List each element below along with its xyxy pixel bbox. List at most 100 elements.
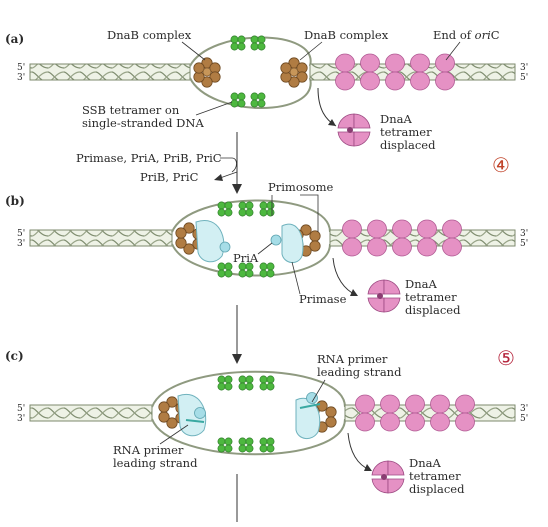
pria-left [194, 407, 206, 419]
leader-primosome-right [300, 194, 319, 232]
dnaa-tetramer-displaced-c [371, 460, 405, 494]
ssb-tetramer [238, 437, 254, 453]
dnaa-tetramer-displaced-b [367, 279, 401, 313]
bubble-top-strand [171, 199, 331, 233]
strand-end-3-right: 3' [520, 229, 528, 239]
label-dnaa-a-line2: tetramer [380, 125, 432, 139]
arrow-dnaa-displaced-b [332, 257, 357, 296]
label-prib-pric: PriB, PriC [140, 170, 199, 184]
label-primosome: Primosome [268, 180, 333, 194]
ssb-tetramer [259, 437, 275, 453]
rna-primer-right [299, 403, 321, 409]
strand-end-3-left: 3' [17, 414, 25, 424]
leader-end-of-oric [445, 41, 461, 61]
bubble-top-strand [151, 370, 346, 408]
leader-ssb [195, 101, 233, 116]
pria-left [219, 241, 231, 253]
rna-primer-left [185, 419, 205, 423]
dna-duplex-left [29, 63, 191, 81]
leader-rna-primer-right [311, 379, 326, 403]
label-dnab-complex-right: DnaB complex [304, 28, 389, 42]
leader-primase [291, 261, 301, 295]
transition-b-to-c: ⑤ [232, 305, 515, 370]
step-marker-4: ④ [492, 153, 510, 177]
bubble-bottom-strand [171, 243, 331, 277]
label-dnaa-a-line3: displaced [380, 138, 436, 152]
leader-dnab-left [181, 41, 206, 61]
ssb-tetramer [217, 201, 233, 217]
panel-c-tag: (c) [5, 349, 24, 363]
strand-end-3-right: 3' [520, 404, 528, 414]
arrowhead-dnaa-displaced-b [350, 289, 358, 296]
arrow-dnaa-displaced-c [347, 432, 371, 471]
panel-b: (b) 5' 3' 3' 5' Primosome PriA Primase [5, 180, 528, 317]
strand-end-5-right: 5' [520, 73, 528, 83]
strand-end-3-right: 3' [520, 63, 528, 73]
arrowhead-b-to-c [232, 354, 242, 364]
strand-end-5-left: 5' [17, 229, 25, 239]
ssb-tetramer [238, 375, 254, 391]
label-dnaa-b-line1: DnaA [405, 277, 437, 291]
arrow-proteins-out [219, 171, 238, 179]
panel-b-tag: (b) [5, 194, 25, 208]
label-rna-primer-left-line2: leading strand [113, 456, 198, 470]
strand-end-5-left: 5' [17, 404, 25, 414]
primase-left [195, 220, 225, 263]
label-dnaa-a-line1: DnaA [380, 112, 412, 126]
ssb-tetramer [217, 437, 233, 453]
ssb-tetramer [217, 262, 233, 278]
arrow-proteins-in [220, 157, 237, 173]
label-pria: PriA [233, 251, 259, 265]
dnab-complex-right [280, 57, 308, 88]
panel-a-tag: (a) [5, 32, 24, 46]
label-ssb-line2: single-stranded DNA [82, 116, 204, 130]
strand-end-3-left: 3' [17, 73, 25, 83]
ssb-tetramer [259, 262, 275, 278]
label-primase-pria-prib-pric: Primase, PriA, PriB, PriC [76, 151, 222, 165]
arrowhead-a-to-b [232, 184, 242, 194]
ssb-tetramer [250, 35, 266, 51]
leader-dnab-right [299, 41, 323, 61]
label-end-of-oric: End of oriC [433, 28, 500, 42]
transition-a-to-b: Primase, PriA, PriB, PriC PriB, PriC ④ [76, 132, 510, 194]
leader-pria [257, 242, 273, 255]
ssb-tetramer [230, 92, 246, 108]
strand-end-5-right: 5' [520, 414, 528, 424]
panel-c: (c) 5' 3' 3' 5' RNA primer leading stran… [5, 349, 528, 522]
pria-right [270, 234, 282, 246]
ssb-tetramer [230, 35, 246, 51]
ssb-tetramer [259, 375, 275, 391]
label-dnaa-b-line3: displaced [405, 303, 461, 317]
label-dnaa-c-line2: tetramer [409, 469, 461, 483]
panel-a: (a) 5' 3' 3' 5' DnaB complex DnaB comple… [5, 28, 528, 152]
label-rna-primer-right-line2: leading strand [317, 365, 402, 379]
bubble-bottom-strand [151, 418, 346, 456]
bubble-bottom-strand [189, 77, 312, 109]
label-primase: Primase [299, 292, 347, 306]
strand-end-5-right: 5' [520, 239, 528, 249]
leader-rna-primer-left [159, 424, 189, 445]
label-dnaa-c-line1: DnaA [409, 456, 441, 470]
label-rna-primer-left-line1: RNA primer [113, 443, 184, 457]
arrow-dnaa-displaced-a [317, 87, 337, 127]
dnaa-tetramer-displaced-a [337, 113, 371, 147]
strand-end-5-left: 5' [17, 63, 25, 73]
pria-right [306, 392, 318, 404]
label-dnaa-c-line3: displaced [409, 482, 465, 496]
primase-left [177, 393, 207, 437]
ssb-tetramer [250, 92, 266, 108]
label-ssb-line1: SSB tetramer on [82, 103, 180, 117]
label-rna-primer-right-line1: RNA primer [317, 352, 388, 366]
label-dnaa-b-line2: tetramer [405, 290, 457, 304]
label-dnab-complex-left: DnaB complex [107, 28, 192, 42]
arrowhead-dnaa-displaced-a [328, 119, 336, 126]
arrowhead-dnaa-displaced-c [364, 464, 372, 471]
dna-duplex-left [29, 404, 153, 422]
dna-duplex-left [29, 229, 173, 247]
step-marker-5: ⑤ [497, 346, 515, 370]
ssb-tetramer [238, 262, 254, 278]
primase-right [281, 223, 304, 263]
ssb-tetramer [217, 375, 233, 391]
